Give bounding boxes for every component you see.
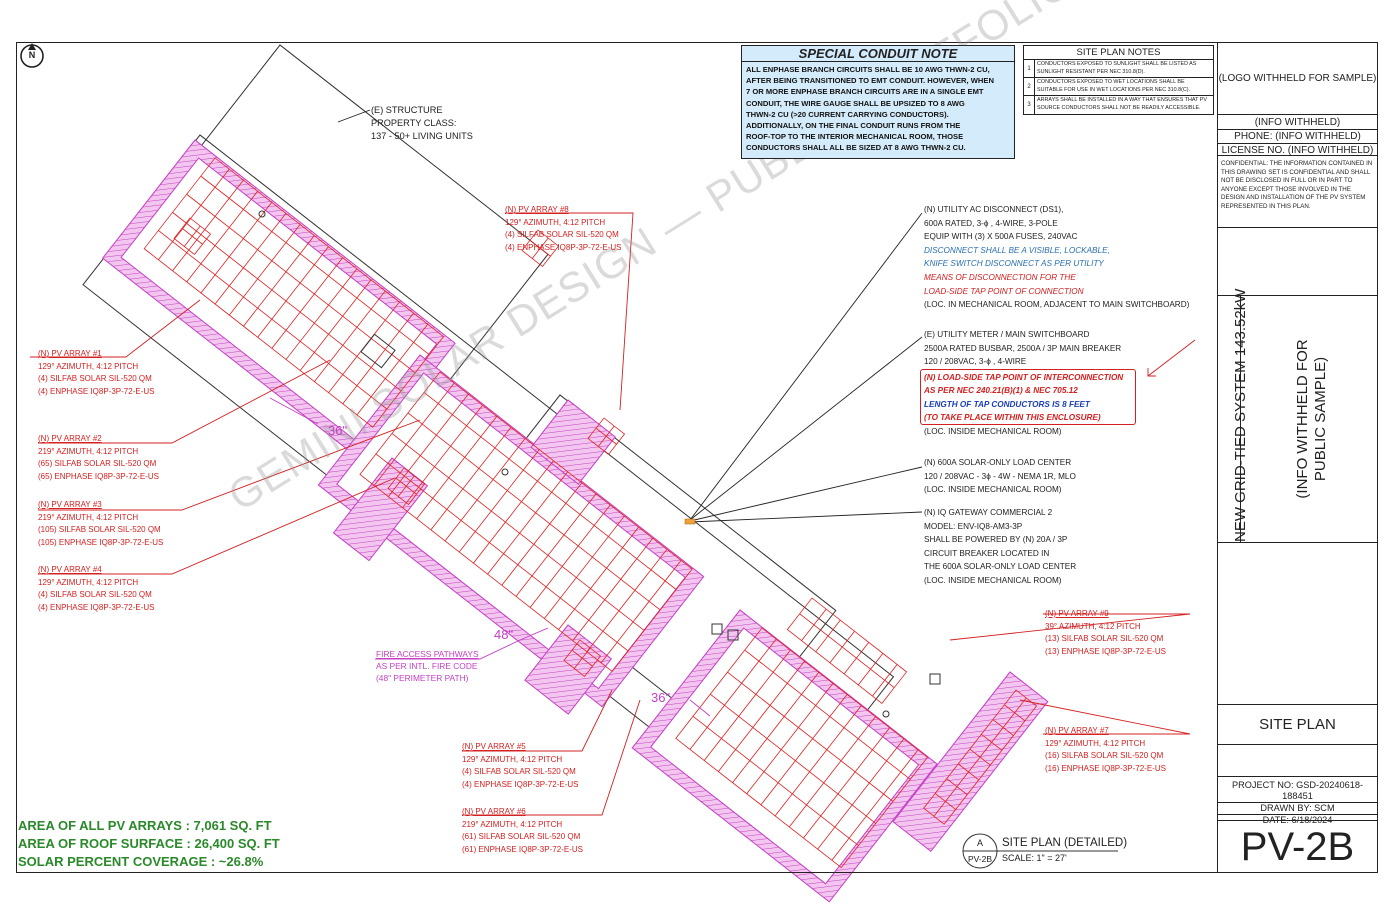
confidential-cell: CONFIDENTIAL: THE INFORMATION CONTAINED … bbox=[1218, 156, 1377, 228]
sheet-number-cell: PV-2B bbox=[1218, 821, 1377, 873]
leader-array-4 bbox=[38, 477, 396, 575]
leader-lines bbox=[30, 212, 1196, 816]
leader-array-1 bbox=[30, 299, 201, 358]
meter-arrow bbox=[1147, 339, 1196, 377]
leader-array-8 bbox=[505, 212, 634, 411]
leader-array-9 bbox=[949, 613, 1191, 641]
roof-pipe-3 bbox=[882, 710, 890, 718]
view-sheet-ref: PV-2B bbox=[967, 854, 993, 864]
callout-ac-disconnect: (N) UTILITY AC DISCONNECT (DS1), 600A RA… bbox=[924, 205, 1190, 310]
roof-vent-3 bbox=[929, 673, 941, 685]
equipment-marker bbox=[684, 518, 696, 525]
special-conduit-note: SPECIAL CONDUIT NOTE ALL ENPHASE BRANCH … bbox=[741, 45, 1015, 159]
dimension-marks bbox=[269, 397, 711, 717]
logo-cell: (LOGO WITHHELD FOR SAMPLE) bbox=[1218, 43, 1377, 115]
callout-switchboard-location: (LOC. INSIDE MECHANICAL ROOM) bbox=[924, 427, 1062, 436]
project-number: PROJECT NO: GSD-20240618-188451 bbox=[1218, 780, 1377, 803]
view-scale: SCALE: 1" = 27' bbox=[1002, 853, 1067, 863]
setback-array-4 bbox=[332, 457, 429, 562]
area-pv-arrays: AREA OF ALL PV ARRAYS : 7,061 SQ. FT bbox=[18, 818, 272, 833]
title-block: (LOGO WITHHELD FOR SAMPLE) (INFO WITHHEL… bbox=[1217, 43, 1378, 873]
fire-access-leader bbox=[375, 639, 521, 660]
roof-hvac-unit bbox=[360, 333, 396, 369]
callout-iq-gateway: (N) IQ GATEWAY COMMERCIAL 2 MODEL: ENV-I… bbox=[924, 508, 1077, 585]
system-size: NEW GRID-TIED SYSTEM 143.52kW bbox=[1232, 288, 1249, 542]
project-meta-cell: PROJECT NO: GSD-20240618-188451 DRAWN BY… bbox=[1218, 777, 1377, 825]
blank-cell bbox=[1218, 543, 1377, 705]
meter-arrowhead bbox=[1147, 368, 1156, 377]
leader-array-3 bbox=[38, 419, 421, 511]
north-label: N bbox=[28, 50, 36, 60]
leader-array-2 bbox=[38, 359, 331, 444]
structure-note: (E) STRUCTURE PROPERTY CLASS: 137 - 50+ … bbox=[371, 105, 473, 141]
project-info-cell bbox=[1218, 228, 1377, 296]
drawn-by: DRAWN BY: SCM bbox=[1218, 803, 1377, 815]
structure-leader bbox=[337, 109, 371, 123]
dimension-36-lower: 36" bbox=[651, 690, 671, 705]
roof-vent-2 bbox=[727, 629, 739, 641]
north-arrow bbox=[20, 43, 44, 68]
blank-cell-2 bbox=[1218, 745, 1377, 777]
dimension-48: 48" bbox=[494, 627, 514, 642]
callout-main-switchboard: (E) UTILITY METER / MAIN SWITCHBOARD 250… bbox=[924, 330, 1122, 367]
leader-array-5 bbox=[462, 689, 613, 752]
area-summary: AREA OF ALL PV ARRAYS : 7,061 SQ. FT ARE… bbox=[18, 817, 280, 871]
drawing-date: DATE: 6/18/2024 bbox=[1262, 815, 1333, 825]
callout-load-center: (N) 600A SOLAR-ONLY LOAD CENTER 120 / 20… bbox=[924, 458, 1076, 495]
conduit-note-title: SPECIAL CONDUIT NOTE bbox=[742, 46, 1014, 62]
roof-pipe-1 bbox=[258, 210, 266, 218]
roof-pipe-2 bbox=[501, 468, 509, 476]
setback-array-7 bbox=[892, 671, 1049, 852]
view-title: SITE PLAN (DETAILED) bbox=[1002, 837, 1128, 849]
sheet-title-cell: SITE PLAN bbox=[1218, 705, 1377, 745]
view-label-symbol bbox=[962, 833, 1118, 869]
sheet-number: PV-2B bbox=[1240, 825, 1355, 869]
area-roof-surface: AREA OF ROOF SURFACE : 26,400 SQ. FT bbox=[18, 836, 280, 851]
interconnection-box: (N) LOAD-SIDE TAP POINT OF INTERCONNECTI… bbox=[920, 369, 1136, 425]
equipment-leaders bbox=[337, 109, 923, 523]
logo-placeholder: (LOGO WITHHELD FOR SAMPLE) bbox=[1218, 73, 1377, 84]
withheld-info: (INFO WITHHELD FOR PUBLIC SAMPLE) bbox=[1294, 339, 1329, 499]
leader-array-6 bbox=[462, 699, 641, 816]
solar-coverage: SOLAR PERCENT COVERAGE : ~26.8% bbox=[18, 854, 264, 869]
system-title-cell: NEW GRID-TIED SYSTEM 143.52kW (INFO WITH… bbox=[1218, 288, 1377, 543]
leader-array-7 bbox=[1019, 699, 1191, 735]
roof-features bbox=[258, 210, 941, 718]
pv-module-grids bbox=[143, 157, 1038, 869]
view-letter: A bbox=[976, 838, 983, 848]
dimension-36-upper: 36" bbox=[328, 423, 348, 438]
roof-vent-1 bbox=[711, 623, 723, 635]
conduit-note-body: ALL ENPHASE BRANCH CIRCUITS SHALL BE 10 … bbox=[746, 65, 994, 153]
fire-access-note: FIRE ACCESS PATHWAYS AS PER INTL. FIRE C… bbox=[376, 649, 479, 683]
company-info-cell: (INFO WITHHELD) PHONE: (INFO WITHHELD) L… bbox=[1218, 115, 1377, 156]
site-notes-title: SITE PLAN NOTES bbox=[1024, 46, 1213, 60]
setback-array-8 bbox=[530, 399, 616, 485]
fire-setback-areas bbox=[101, 139, 1049, 903]
sheet-border bbox=[16, 42, 1378, 873]
